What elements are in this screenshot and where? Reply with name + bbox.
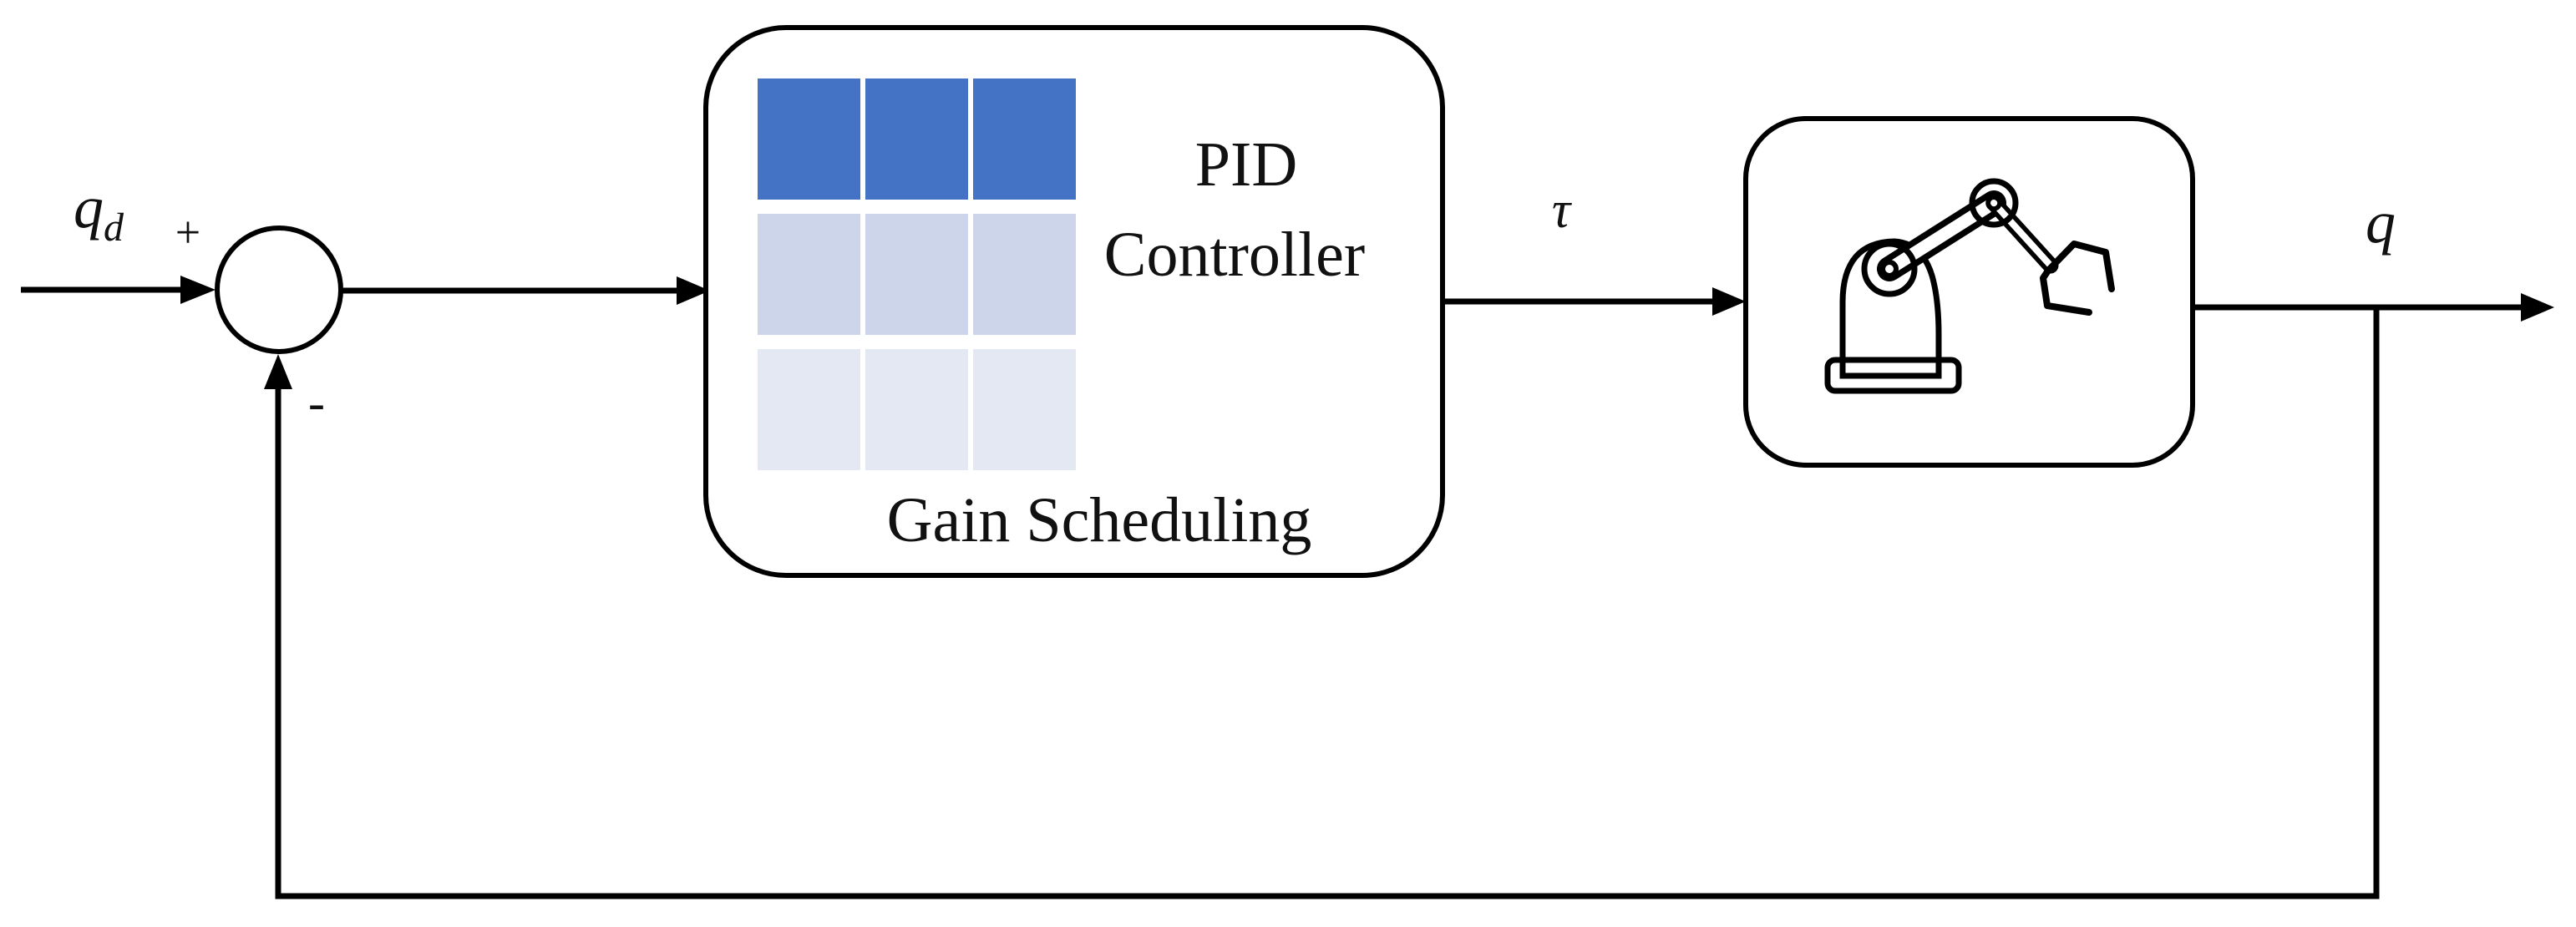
gain-cell xyxy=(865,79,968,200)
pid-caption: Gain Scheduling xyxy=(887,485,1312,555)
reference-input-arrow xyxy=(21,276,216,304)
robot-plant-block xyxy=(1743,116,2195,468)
gain-cell xyxy=(973,349,1076,470)
gain-cell xyxy=(758,214,860,335)
output-label: q xyxy=(2366,189,2396,256)
gain-cell xyxy=(758,349,860,470)
gain-cell xyxy=(865,214,968,335)
torque-signal-arrow xyxy=(1443,287,1746,316)
minus-sign: - xyxy=(308,375,325,430)
torque-label: τ xyxy=(1552,182,1573,239)
error-signal-arrow xyxy=(341,276,710,305)
gain-scheduling-grid xyxy=(758,79,1076,470)
pid-title-line2: Controller xyxy=(1104,220,1365,290)
gain-cell xyxy=(973,214,1076,335)
summing-junction xyxy=(215,225,343,354)
output-signal-arrow xyxy=(2193,293,2554,322)
feedback-path xyxy=(264,307,2380,899)
gain-cell xyxy=(865,349,968,470)
gain-cell xyxy=(973,79,1076,200)
gain-cell xyxy=(758,79,860,200)
plus-sign: + xyxy=(175,207,200,257)
robot-arm-icon xyxy=(1824,178,2115,394)
pid-controller-block: PID Controller Gain Scheduling xyxy=(703,25,1445,578)
reference-label: qd xyxy=(74,174,124,250)
pid-title-line1: PID xyxy=(1195,129,1297,200)
